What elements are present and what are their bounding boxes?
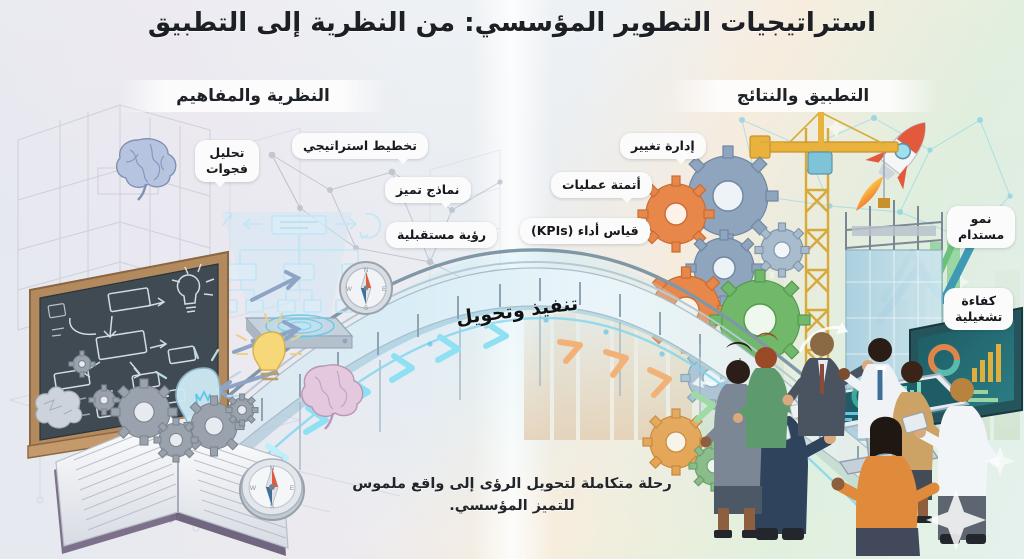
idea-cloud-icon <box>35 386 83 429</box>
glass-tower-icon <box>845 200 943 441</box>
city-skyline-icon <box>524 244 1020 440</box>
svg-text:S: S <box>270 503 275 510</box>
pill-strategic-planning: تخطيط استراتيجي <box>292 133 428 164</box>
svg-text:W: W <box>346 287 352 293</box>
pill-gap-analysis: تحليل فجوات <box>195 140 259 187</box>
gear-icon <box>68 350 259 463</box>
svg-text:E: E <box>382 287 386 293</box>
svg-text:W: W <box>250 485 257 492</box>
page-title: استراتيجيات التطوير المؤسسي: من النظرية … <box>147 8 877 38</box>
refresh-arrow-icon <box>692 322 848 388</box>
sparkle-icon <box>926 446 1015 550</box>
pill-change-management: إدارة تغيير <box>620 133 706 164</box>
brain-icon <box>301 364 364 430</box>
footer-caption: رحلة متكاملة لتحويل الرؤى إلى واقع ملموس… <box>352 476 672 515</box>
bridge-label: تنفيذ وتحويل <box>454 292 580 330</box>
svg-text:E: E <box>290 485 295 492</box>
section-header-theory: النظرية والمفاهيم <box>118 80 388 112</box>
svg-text:N: N <box>270 465 275 472</box>
pill-kpi-measurement: قياس أداء (KPIs) <box>520 218 650 244</box>
dashboard-table-icon <box>792 372 970 475</box>
pill-excellence-models: نماذج تميز <box>385 177 471 208</box>
blueprint-icon <box>17 104 501 331</box>
pill-operational-efficiency: كفاءة تشغيلية <box>944 288 1014 330</box>
chalkboard-icon <box>27 250 231 459</box>
gear-icon <box>637 145 848 492</box>
floor-grid-icon <box>8 371 401 532</box>
hologram-projector-icon <box>219 211 382 349</box>
compass-icon: N S E W <box>239 458 305 521</box>
construction-crane-icon <box>749 111 899 430</box>
pill-process-automation: أتمتة عمليات <box>551 172 652 203</box>
pill-future-vision: رؤية مستقبلية <box>386 222 498 248</box>
section-header-application: التطبيق والنتائج <box>668 80 938 112</box>
business-team-icon <box>700 306 1023 556</box>
exchange-arrow-icon <box>214 270 302 400</box>
tech-network-icon <box>708 115 1013 292</box>
lightbulb-icon <box>154 313 302 440</box>
svg-text:N: N <box>364 268 368 274</box>
flowchart-icon <box>219 211 382 313</box>
compass-icon: N S E W <box>339 261 393 315</box>
pill-sustainable-growth: نمو مستدام <box>947 206 1016 248</box>
svg-text:S: S <box>364 306 368 312</box>
open-book-icon <box>54 415 289 556</box>
rocket-icon <box>855 122 926 212</box>
brain-icon <box>115 138 177 201</box>
flowchart-icon <box>53 263 215 421</box>
